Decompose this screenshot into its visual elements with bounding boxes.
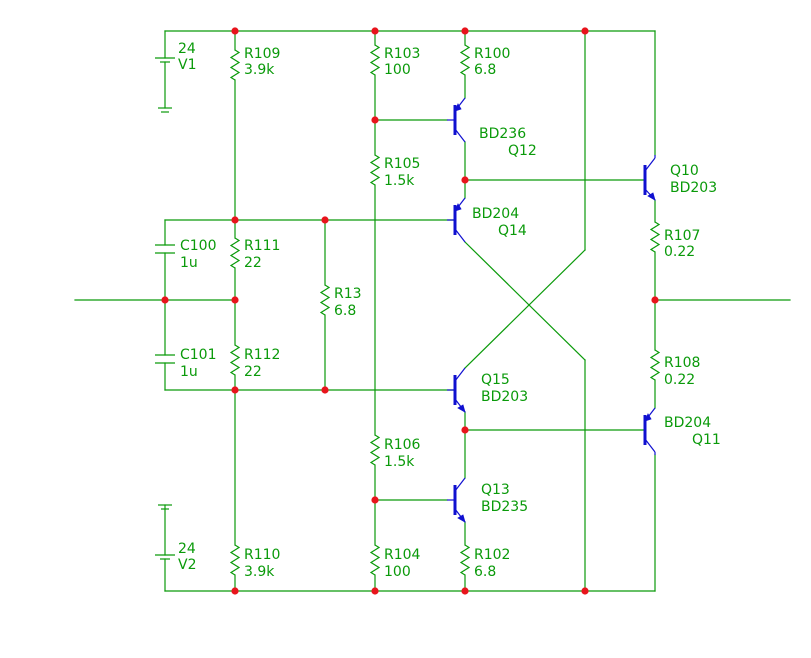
transistor-q13 <box>447 477 466 523</box>
q14-model-label: BD204 <box>472 206 519 222</box>
v1-name-label: V1 <box>178 57 196 73</box>
battery-v2 <box>155 504 175 560</box>
resistor-r108 <box>649 349 661 381</box>
component-labels: 24 V1 24 V2 R109 3.9k R103 100 R100 6.8 … <box>178 41 721 580</box>
junction-dot <box>371 27 379 35</box>
wires <box>74 30 791 592</box>
r109-name-label: R109 <box>244 46 280 62</box>
q12-name-label: Q12 <box>508 143 537 159</box>
r108-name-label: R108 <box>664 355 700 371</box>
r109-value-label: 3.9k <box>244 62 275 78</box>
resistor-r106 <box>369 434 381 466</box>
transistor-q12 <box>447 97 466 143</box>
transistor-q10 <box>643 155 656 201</box>
r104-name-label: R104 <box>384 547 421 563</box>
r100-value-label: 6.8 <box>474 62 496 78</box>
r13-name-label: R13 <box>334 286 362 302</box>
resistor-r13 <box>319 284 331 316</box>
junction-dot <box>461 176 469 184</box>
junction-dot <box>231 386 239 394</box>
transistor-q15 <box>447 367 466 413</box>
r102-value-label: 6.8 <box>474 564 496 580</box>
v2-value-label: 24 <box>178 541 196 557</box>
v1-value-label: 24 <box>178 41 196 57</box>
junction-dot <box>321 386 329 394</box>
resistor-r112 <box>229 344 241 376</box>
resistor-r102 <box>459 544 471 576</box>
r106-name-label: R106 <box>384 437 421 453</box>
junction-nodes <box>161 27 659 595</box>
capacitor-c101 <box>155 354 175 364</box>
r100-name-label: R100 <box>474 46 510 62</box>
v2-name-label: V2 <box>178 557 196 573</box>
r112-value-label: 22 <box>244 364 262 380</box>
r112-name-label: R112 <box>244 347 280 363</box>
junction-dot <box>371 587 379 595</box>
resistor-r100 <box>459 44 471 76</box>
junction-dot <box>371 116 379 124</box>
r107-name-label: R107 <box>664 228 700 244</box>
resistor-r107 <box>649 221 661 253</box>
r105-name-label: R105 <box>384 156 420 172</box>
q11-name-label: Q11 <box>692 432 721 448</box>
q14-name-label: Q14 <box>498 223 527 239</box>
junction-dot <box>231 216 239 224</box>
r110-value-label: 3.9k <box>244 564 275 580</box>
r103-value-label: 100 <box>384 62 411 78</box>
resistor-r104 <box>369 544 381 576</box>
r13-value-label: 6.8 <box>334 303 356 319</box>
junction-dot <box>321 216 329 224</box>
junction-dot <box>461 587 469 595</box>
c100-value-label: 1u <box>180 255 198 271</box>
c100-name-label: C100 <box>180 238 217 254</box>
capacitor-c100 <box>155 244 175 254</box>
transistor-q11 <box>643 407 656 455</box>
resistor-r111 <box>229 237 241 269</box>
r104-value-label: 100 <box>384 564 411 580</box>
q11-model-label: BD204 <box>664 415 711 431</box>
q10-name-label: Q10 <box>670 163 699 179</box>
junction-dot <box>581 587 589 595</box>
transistor-q14 <box>447 197 466 243</box>
junction-dot <box>461 426 469 434</box>
junction-dot <box>231 296 239 304</box>
junction-dot <box>371 496 379 504</box>
resistor-r103 <box>369 44 381 76</box>
junction-dot <box>231 27 239 35</box>
r106-value-label: 1.5k <box>384 454 415 470</box>
c101-name-label: C101 <box>180 347 217 363</box>
r103-name-label: R103 <box>384 46 420 62</box>
battery-v1 <box>155 57 175 113</box>
junction-dot <box>581 27 589 35</box>
q13-name-label: Q13 <box>481 482 510 498</box>
junction-dot <box>161 296 169 304</box>
resistor-r110 <box>229 544 241 576</box>
q15-model-label: BD203 <box>481 389 528 405</box>
resistor-r105 <box>369 154 381 186</box>
q12-model-label: BD236 <box>479 126 526 142</box>
r110-name-label: R110 <box>244 547 280 563</box>
r107-value-label: 0.22 <box>664 244 695 260</box>
c101-value-label: 1u <box>180 364 198 380</box>
r111-name-label: R111 <box>244 238 280 254</box>
resistor-r109 <box>229 49 241 81</box>
q10-model-label: BD203 <box>670 180 717 196</box>
r105-value-label: 1.5k <box>384 173 415 189</box>
q13-model-label: BD235 <box>481 499 528 515</box>
junction-dot <box>461 27 469 35</box>
r102-name-label: R102 <box>474 547 510 563</box>
r108-value-label: 0.22 <box>664 372 695 388</box>
junction-dot <box>231 587 239 595</box>
r111-value-label: 22 <box>244 255 262 271</box>
q15-name-label: Q15 <box>481 372 510 388</box>
junction-dot <box>651 296 659 304</box>
